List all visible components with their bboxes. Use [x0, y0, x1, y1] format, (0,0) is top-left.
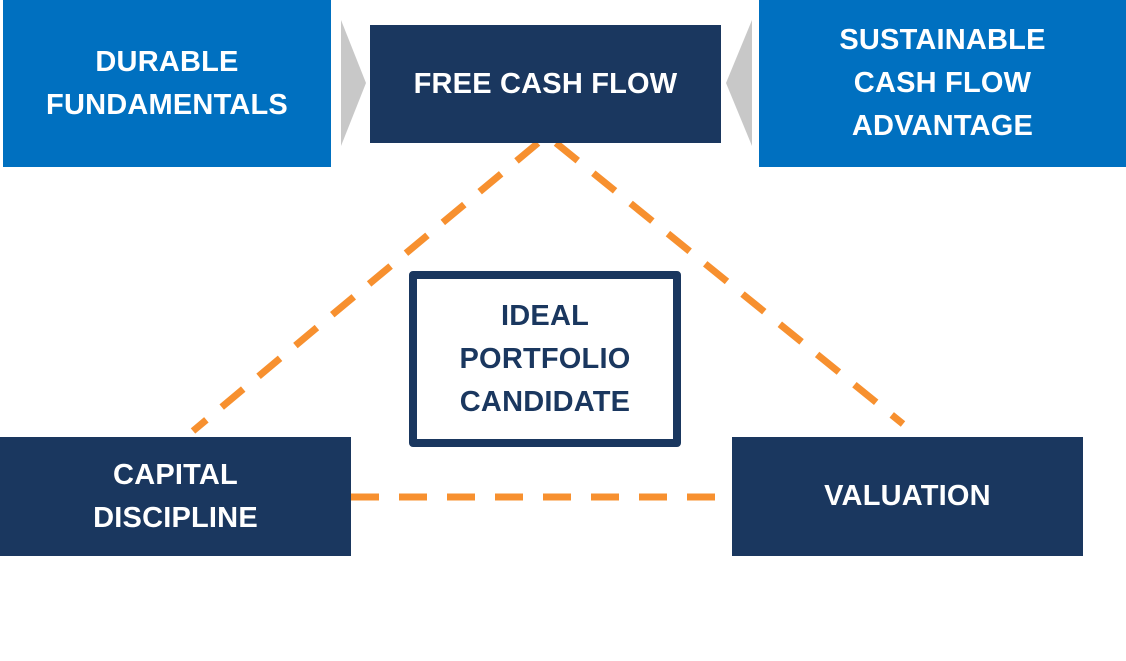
connector-fcf-to-capital-discipline	[190, 140, 541, 434]
ideal-portfolio-candidate-label: IDEAL PORTFOLIO CANDIDATE	[459, 299, 631, 418]
connector-fcf-to-valuation	[553, 140, 906, 427]
capital-discipline-box: CAPITAL DISCIPLINE	[0, 437, 351, 556]
arrow-right-icon	[341, 20, 366, 146]
valuation-label: VALUATION	[824, 480, 991, 512]
sustainable-cash-flow-advantage-label: SUSTAINABLE CASH FLOW ADVANTAGE	[839, 24, 1046, 142]
durable-fundamentals-box: DURABLE FUNDAMENTALS	[3, 0, 331, 167]
arrow-left-icon	[726, 20, 752, 146]
sustainable-cash-flow-advantage-box: SUSTAINABLE CASH FLOW ADVANTAGE	[759, 0, 1126, 167]
free-cash-flow-label: FREE CASH FLOW	[413, 67, 678, 100]
free-cash-flow-box: FREE CASH FLOW	[370, 25, 721, 143]
ideal-portfolio-candidate-box: IDEAL PORTFOLIO CANDIDATE	[409, 271, 681, 447]
durable-fundamentals-label: DURABLE FUNDAMENTALS	[46, 45, 288, 121]
valuation-box: VALUATION	[732, 437, 1083, 556]
capital-discipline-label: CAPITAL DISCIPLINE	[93, 458, 258, 534]
